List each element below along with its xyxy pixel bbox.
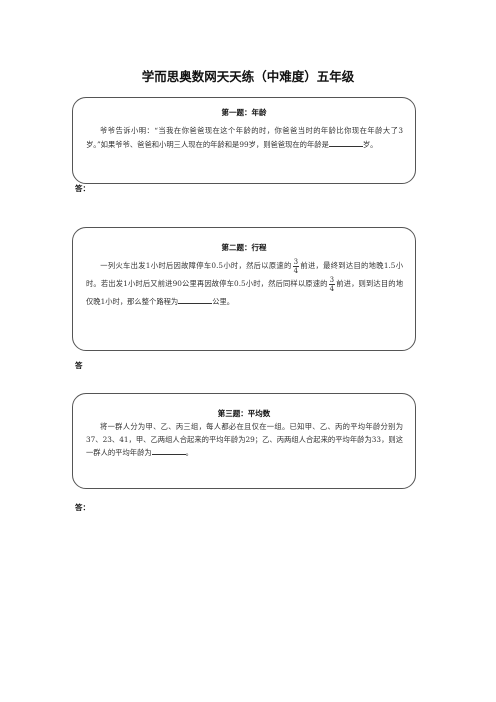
problem-3-text-after: 。	[185, 448, 193, 458]
problem-1-box: 第一题：年龄 爷爷告诉小明：“当我在你爸爸现在这个年龄的时，你爸爸当时的年龄比你…	[72, 97, 416, 184]
problem-3-box: 第三题：平均数 将一群人分为甲、乙、丙三组，每人都必在且仅在一组。已知甲、乙、丙…	[72, 393, 416, 489]
problem-2-part-1: 一列火车出发1小时后因故障停车0.5小时，然后以原速的	[100, 261, 292, 270]
fraction-denominator: 4	[329, 284, 335, 293]
answer-blank[interactable]	[328, 138, 363, 147]
problem-1-heading: 第一题：年龄	[221, 108, 267, 117]
problem-1-text-after: 岁。	[362, 139, 378, 149]
problem-2-part-4: 公里。	[212, 297, 235, 306]
problem-3-text-before: 将一群人分为甲、乙、丙三组，每人都必在且仅在一组。已知甲、乙、丙的平均年龄分别为…	[86, 422, 403, 458]
problem-3-answer-label: 答：	[75, 503, 90, 512]
problem-2-answer-label: 答	[75, 361, 83, 370]
fraction-numerator: 3	[328, 275, 336, 285]
problem-1-text: 爷爷告诉小明：“当我在你爸爸现在这个年龄的时，你爸爸当时的年龄比你现在年龄大了3…	[73, 125, 415, 151]
fraction-denominator: 4	[293, 266, 299, 275]
answer-blank[interactable]	[151, 446, 186, 456]
problem-3-text: 将一群人分为甲、乙、丙三组，每人都必在且仅在一组。已知甲、乙、丙的平均年龄分别为…	[73, 421, 415, 460]
problem-1-text-before: 爷爷告诉小明：“当我在你爸爸现在这个年龄的时，你爸爸当时的年龄比你现在年龄大了3…	[86, 126, 403, 149]
problem-2-part-3: 前进，则到达目的地仅晚1小时，那么整个路程为	[86, 279, 404, 306]
page-title: 学而思奥数网天天练（中难度）五年级	[141, 69, 355, 84]
problem-3-heading: 第三题：平均数	[217, 409, 271, 418]
problem-2-part-2: 前进，最终到达目的地晚1.5小时。若出发1小时后又前进90公里再因故停车0.5小…	[86, 261, 404, 288]
fraction-numerator: 3	[292, 257, 300, 267]
problem-1-answer-label: 答：	[75, 184, 90, 193]
answer-blank[interactable]	[178, 295, 213, 304]
problem-2-heading: 第二题：行程	[221, 243, 267, 252]
